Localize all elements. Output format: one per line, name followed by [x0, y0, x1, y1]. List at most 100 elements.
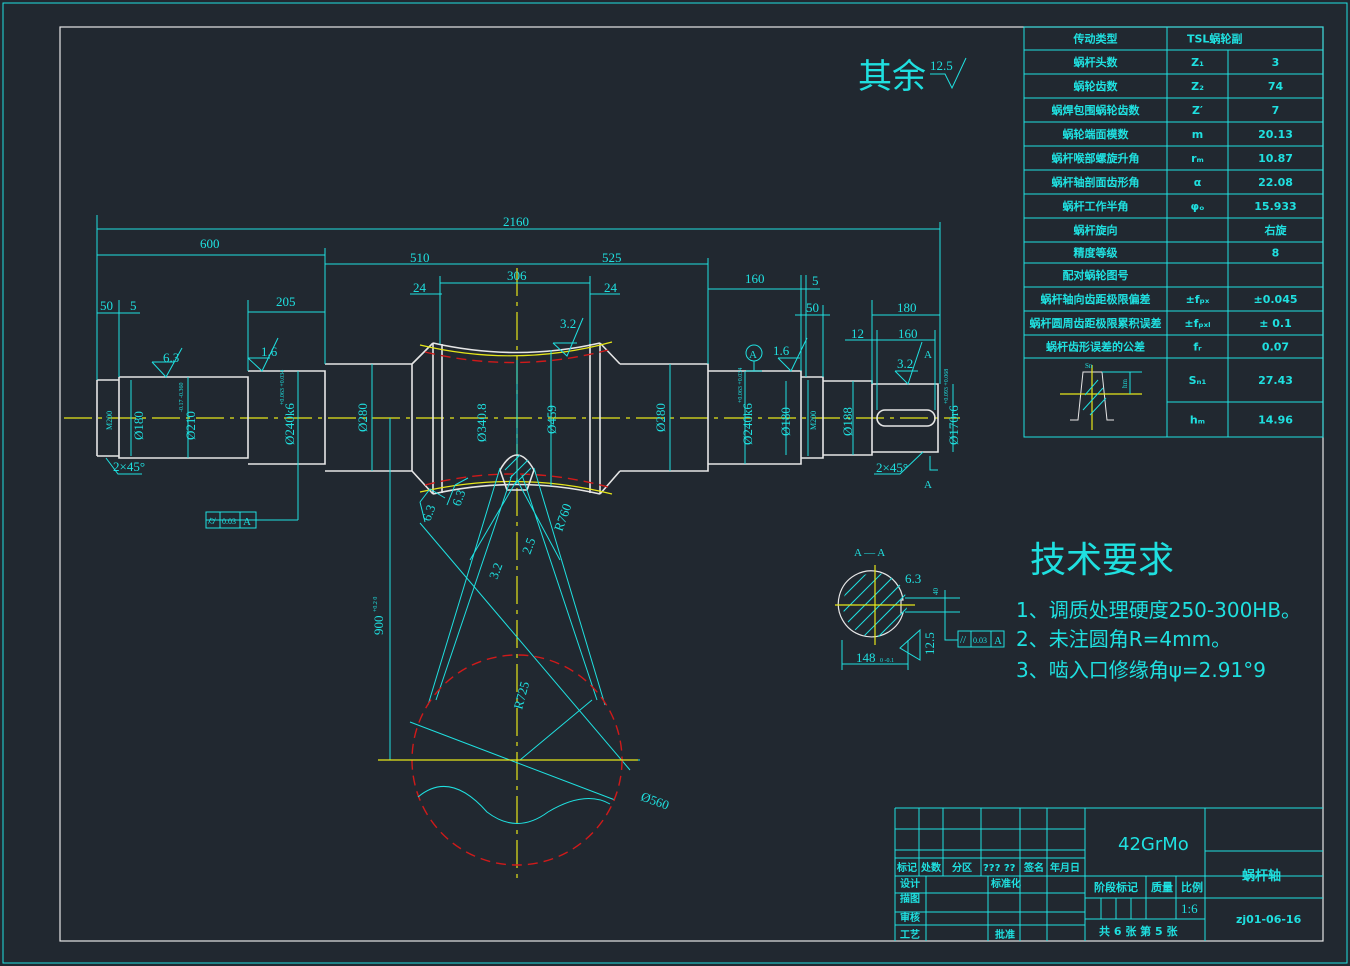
dim-d340: Ø340.8 [474, 403, 489, 442]
dim-d240-right: Ø240k6 [740, 403, 755, 445]
worm-wheel-construction [378, 454, 638, 866]
roughness-r7: 6.3 [449, 488, 469, 508]
table-row: 蜗杆圆周齿距极限累积误差±fₚₓₗ± 0.1 [1030, 316, 1292, 330]
mass-label: 质量 [1151, 880, 1173, 894]
param-name: 蜗杆轴向齿距极限偏差 [1041, 292, 1151, 306]
tech-item-2: 2、未注圆角R=4mm。 [1016, 627, 1231, 651]
roughness-r2: 1.6 [261, 344, 278, 359]
header-unknown: ??? ?? [983, 863, 1016, 874]
param-name: 蜗杆旋向 [1074, 223, 1118, 237]
table-row: 蜗杆轴剖面齿形角 α 22.08 [1052, 175, 1293, 189]
dim-d280-left: Ø280 [355, 403, 370, 432]
param-value: 0.07 [1262, 341, 1289, 354]
tol-symbol: ⌭ [208, 515, 216, 527]
dim-d560: Ø560 [639, 789, 671, 813]
roughness-r4: 1.6 [773, 343, 790, 358]
param-value: 3 [1272, 56, 1280, 69]
param-symbol: fᵣ [1193, 341, 1202, 354]
header-sign: 签名 [1023, 861, 1044, 874]
role-draw: 描图 [900, 892, 920, 905]
sheet-count: 共 6 张 第 5 张 [1099, 924, 1178, 938]
dim-d240-left: Ø240k6 [282, 403, 297, 445]
standardize-label: 标准化 [990, 877, 1021, 890]
header-zone: 分区 [952, 861, 972, 874]
param-value: 右旋 [1264, 223, 1288, 237]
dim-center-distance-tol: +0.2 0 [373, 597, 379, 612]
param-value: ±0.045 [1253, 293, 1297, 306]
scale-value: 1:6 [1181, 901, 1198, 916]
runout-tolerance-frame: ⌭ 0.03 A [205, 511, 257, 529]
param-value: ± 0.1 [1259, 317, 1292, 330]
header-count: 处数 [920, 861, 942, 874]
profile-width-label: Sn [1085, 362, 1093, 370]
param-symbol: Z₂ [1191, 80, 1204, 93]
dim-end-50: 50 [100, 298, 113, 313]
param-value: 74 [1268, 80, 1284, 93]
dim-center-distance: 900 [371, 616, 386, 636]
param-name: 蜗杆喉部螺旋升角 [1052, 151, 1140, 165]
dim-angle: 2.5 [519, 536, 539, 556]
tech-item-1: 1、调质处理硬度250-300HB。 [1016, 598, 1301, 622]
parallel-datum: A [994, 635, 1002, 647]
dim-m200-left: M200 [105, 411, 114, 430]
section-mark-bottom: A [924, 479, 932, 491]
param-symbol: ±fₚₓₗ [1184, 317, 1210, 330]
section-roughness2: 12.5 [922, 632, 937, 655]
param-name: 蜗杆工作半角 [1063, 199, 1129, 213]
dim-r725: R725 [510, 680, 532, 711]
tooth-profile-sketch: Sn hm [1060, 362, 1142, 430]
dim-d180-left: Ø180 [131, 411, 146, 440]
profile-height-label: hm [1121, 379, 1129, 389]
dim-right-5: 5 [812, 273, 819, 288]
param-symbol: α [1194, 176, 1202, 189]
dim-d210-tol: -0.17 -0.360 [179, 383, 185, 413]
table-row: 蜗杆轴向齿距极限偏差±fₚₓ±0.045 [1041, 292, 1298, 306]
dim-d180-right: Ø180 [778, 407, 793, 436]
dim-d210: Ø210 [183, 411, 198, 440]
dim-d240-tol: +0.063 +0.034 [280, 370, 286, 405]
param-value: 8 [1272, 247, 1280, 260]
roughness-r3: 3.2 [560, 316, 576, 331]
tech-item-3: 3、啮入口修缘角ψ=2.91°9 [1016, 658, 1266, 682]
dim-right-50: 50 [806, 300, 819, 315]
param-value: 14.96 [1258, 414, 1293, 427]
part-name: 蜗杆轴 [1242, 868, 1281, 884]
param-name: 蜗轮端面模数 [1063, 127, 1130, 141]
section-width-tol: 0 -0.1 [880, 658, 894, 664]
technical-requirements: 技术要求 1、调质处理硬度250-300HB。 2、未注圆角R=4mm。 3、啮… [1016, 540, 1301, 682]
dim-key-160: 160 [898, 326, 918, 341]
keyway [876, 409, 936, 427]
table-border [1023, 26, 1324, 438]
section-a-a: A — A 148 0 -0.1 6.3 40 12.5 // 0.03 A [835, 547, 1005, 670]
parallel-value: 0.03 [973, 636, 987, 645]
approve-label: 批准 [995, 928, 1015, 941]
dim-d188: Ø188 [840, 407, 855, 436]
roughness-symbols: 6.3 1.6 3.2 1.6 3.2 6.3 6.3 3.2 [151, 316, 923, 581]
dim-mid-right: 525 [602, 250, 622, 265]
dim-d459: Ø459 [544, 405, 559, 434]
param-name: 蜗杆轴剖面齿形角 [1052, 175, 1140, 189]
drawing-frame [59, 26, 1324, 942]
dim-chamfer-right: 2×45° [876, 460, 908, 475]
section-depth: 40 [932, 588, 940, 596]
dimension-labels: 2160 600 510 525 306 24 24 205 50 5 160 … [100, 214, 961, 813]
dim-r760: R760 [551, 501, 575, 533]
worm-shaft [96, 268, 939, 880]
surface-note-value: 12.5 [930, 58, 953, 73]
role-process: 工艺 [900, 928, 920, 941]
section-title: A — A [854, 547, 885, 559]
param-value: 7 [1272, 104, 1280, 117]
param-value: 22.08 [1258, 176, 1293, 189]
param-name: 蜗焊包围蜗轮齿数 [1052, 103, 1141, 117]
dim-left-len: 600 [200, 236, 220, 251]
section-mark-top: A [924, 349, 932, 361]
table-row: 蜗杆旋向 右旋 [1074, 223, 1288, 237]
